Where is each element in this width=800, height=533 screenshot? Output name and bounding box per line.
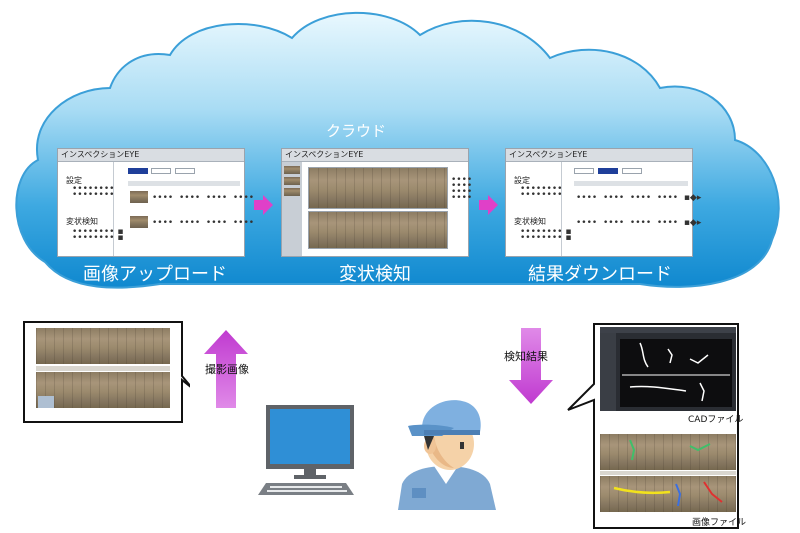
- tab-button-selected[interactable]: [598, 168, 618, 174]
- detection-params: ••••••••••••••••: [451, 175, 473, 203]
- caption-download: 結果ダウンロード: [528, 264, 672, 285]
- cad-file-label: CADファイル: [688, 415, 744, 425]
- file-info: •••• •••• •••• ••••: [152, 218, 255, 228]
- photo-sign: [38, 396, 54, 408]
- result-label: 検知結果: [504, 350, 548, 363]
- strip-thumb[interactable]: [284, 188, 300, 196]
- settings-label: 設定: [514, 176, 530, 185]
- worker-icon: [398, 400, 496, 510]
- annotated-image-top: [600, 434, 736, 470]
- cloud-title: クラウド: [326, 122, 387, 140]
- upload-window: インスペクションEYE 設定 •••••••••••••••• 変状検知 •••…: [57, 148, 254, 257]
- download-sidebar: 設定 •••••••••••••••• 変状検知 •••••••• ▪•••••…: [506, 162, 571, 256]
- cad-crack-lines: [622, 342, 730, 402]
- settings-items: ••••••••••••••••: [72, 184, 115, 200]
- caption-detection: 変状検知: [339, 264, 411, 285]
- detection-window: インスペクションEYE ••••••••••••••••: [281, 148, 473, 257]
- image-file-label: 画像ファイル: [692, 518, 747, 528]
- arrow-down: [509, 328, 553, 404]
- crack-overlay: [613, 439, 723, 507]
- detection-items: •••••••• ▪•••••••• ▪: [72, 227, 124, 243]
- tab-button[interactable]: [574, 168, 594, 174]
- settings-label: 設定: [66, 176, 82, 185]
- strip-thumb[interactable]: [284, 166, 300, 174]
- detection-label: 変状検知: [66, 217, 98, 226]
- tab-button-selected[interactable]: [128, 168, 148, 174]
- upload-window-titlebar: インスペクションEYE: [58, 149, 244, 162]
- arrow-right-2: [479, 195, 498, 215]
- photo-top: [36, 328, 170, 364]
- photo-bottom: [36, 372, 170, 408]
- arrow-right-1: [254, 195, 273, 215]
- image-thumbnail: [130, 216, 148, 228]
- download-window: インスペクションEYE 設定 •••••••••••••••• 変状検知 •••…: [505, 148, 701, 257]
- file-info: •••• •••• •••• ••••: [152, 193, 255, 203]
- wall-image-bottom: [308, 211, 448, 249]
- caption-upload: 画像アップロード: [83, 264, 227, 285]
- progress-bar: [574, 181, 688, 186]
- result-info: •••• •••• •••• •••• ▪◆▸: [576, 193, 702, 203]
- tab-button[interactable]: [175, 168, 195, 174]
- detection-label: 変状検知: [514, 217, 546, 226]
- computer-icon: [258, 405, 354, 495]
- arrow-up: [204, 330, 248, 408]
- strip-thumb[interactable]: [284, 177, 300, 185]
- cad-screenshot: [600, 327, 736, 411]
- cad-side-panel: [600, 333, 616, 411]
- cad-toolbar: [600, 327, 736, 333]
- upload-sidebar: 設定 •••••••••••••••• 変状検知 •••••••• ▪•••••…: [58, 162, 123, 256]
- settings-items: ••••••••••••••••: [520, 184, 563, 200]
- annotated-divider: [600, 471, 736, 475]
- detection-window-titlebar: インスペクションEYE: [282, 149, 468, 162]
- result-info: •••• •••• •••• •••• ▪◆▸: [576, 218, 702, 228]
- image-thumbnail: [130, 191, 148, 203]
- tab-button[interactable]: [622, 168, 642, 174]
- download-window-titlebar: インスペクションEYE: [506, 149, 692, 162]
- upload-label: 撮影画像: [205, 363, 249, 376]
- progress-bar: [128, 181, 240, 186]
- photo-divider: [36, 366, 170, 371]
- detection-items: •••••••• ▪•••••••• ▪: [520, 227, 572, 243]
- thumbnail-strip: [282, 162, 302, 256]
- tab-button[interactable]: [151, 168, 171, 174]
- cad-canvas: [620, 339, 732, 407]
- wall-image-top: [308, 167, 448, 209]
